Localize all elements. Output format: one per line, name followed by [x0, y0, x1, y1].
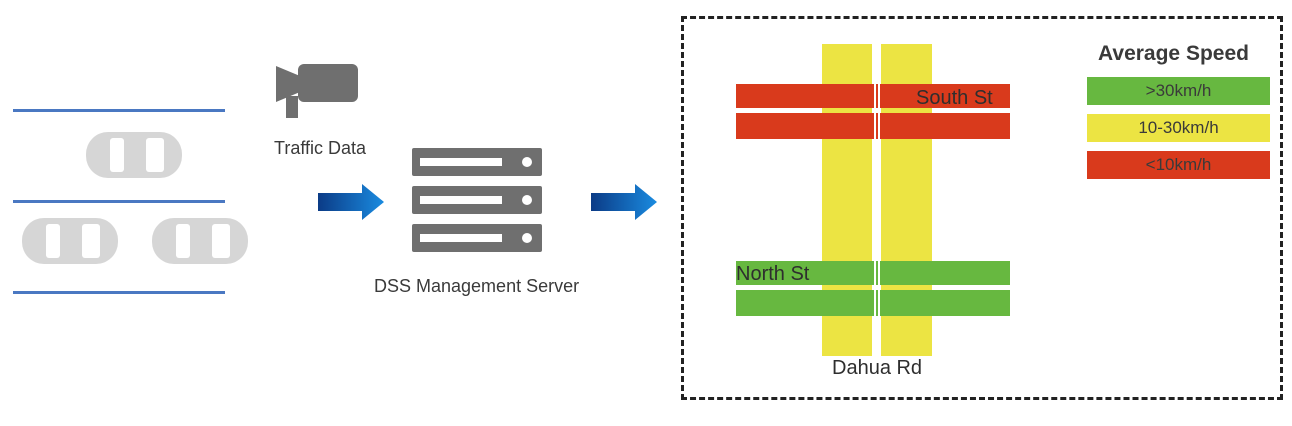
car-icon: [22, 218, 118, 264]
arrow-right-icon: [318, 184, 384, 220]
lane-line-middle: [13, 200, 225, 203]
car-icon: [152, 218, 248, 264]
lane-line-bottom: [13, 291, 225, 294]
legend-item-medium: 10-30km/h: [1087, 114, 1270, 142]
center-line: [874, 44, 876, 356]
legend-item-fast: >30km/h: [1087, 77, 1270, 105]
center-line: [878, 44, 880, 356]
legend-title: Average Speed: [1098, 42, 1249, 65]
north-st-label: North St: [736, 263, 810, 285]
arrow-right-icon: [591, 184, 657, 220]
dahua-rd-label: Dahua Rd: [832, 357, 923, 379]
server-label: DSS Management Server: [374, 276, 580, 296]
south-st-label: South St: [916, 87, 993, 109]
lane-line-top: [13, 109, 225, 112]
traffic-map-frame: [681, 16, 1283, 400]
traffic-data-label: Traffic Data: [274, 138, 367, 158]
video-camera-icon: [276, 64, 358, 118]
server-unit: [412, 224, 542, 252]
car-icon: [86, 132, 182, 178]
legend-item-slow: <10km/h: [1087, 151, 1270, 179]
server-unit: [412, 148, 542, 176]
server-unit: [412, 186, 542, 214]
